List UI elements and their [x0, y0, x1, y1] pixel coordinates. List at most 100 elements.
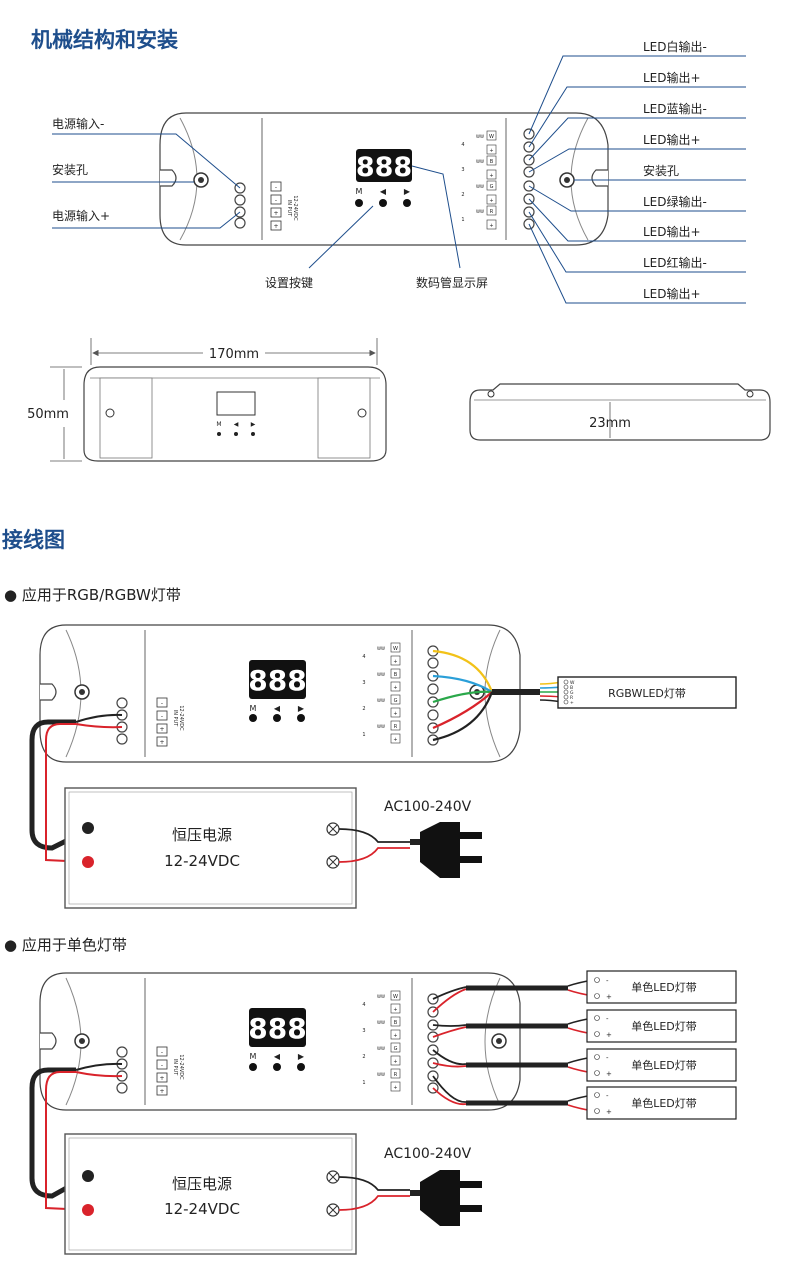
device-top-view: - - + + IN PUT 12-24VDC 888 M ◀ ▶ 4 3 2 … [159, 112, 609, 246]
ww-label: WW [377, 1046, 385, 1051]
input-label: IN PUT [172, 710, 178, 727]
channel-color: B [394, 1020, 398, 1026]
ww-label: WW [377, 646, 385, 651]
channel-plus: + [393, 659, 397, 665]
strip-minus: - [606, 1015, 609, 1023]
channel-number: 3 [362, 680, 365, 686]
callout-led-blue-minus: LED蓝输出- [643, 101, 707, 116]
wiring-rgbw: - - + + IN PUT 12-24VDC 888 M ◀ ▶ 4 3 2 … [29, 624, 737, 909]
input-terminal-label: + [159, 739, 164, 746]
strip-pin-label: + [570, 700, 574, 706]
input-terminal-label: + [273, 210, 278, 217]
mono-strip-label: 单色LED灯带 [631, 1058, 697, 1072]
callout-led-white-minus: LED白输出- [643, 39, 707, 54]
height-dimension: 50mm [27, 407, 69, 422]
small-button-label: M [216, 421, 221, 428]
strip-plus: + [606, 1108, 612, 1116]
input-label: IN PUT [286, 200, 292, 217]
button-label-left: ◀ [380, 187, 387, 196]
strip-plus: + [606, 1070, 612, 1078]
ww-label: WW [377, 1072, 385, 1077]
input-terminal-label: - [275, 184, 277, 191]
display-digits: 888 [248, 664, 306, 697]
channel-color: R [490, 209, 494, 215]
channel-color: G [394, 1046, 398, 1052]
wiring-title: 接线图 [2, 528, 65, 552]
digital-display [356, 149, 412, 182]
mono-led-strip [586, 970, 737, 1004]
depth-dimension: 23mm [589, 416, 631, 431]
power-supply-title: 恒压电源 [172, 1175, 232, 1193]
ww-label: WW [377, 724, 385, 729]
channel-color: W [393, 646, 398, 652]
channel-plus: + [489, 148, 493, 154]
button-label-right: ▶ [404, 187, 411, 196]
channel-number: 4 [362, 654, 365, 660]
input-terminal-label: - [161, 700, 163, 707]
callout-led-plus-4: LED输出+ [643, 286, 701, 301]
input-terminal-label: + [159, 1075, 164, 1082]
channel-color: W [489, 134, 494, 140]
callout-display: 数码管显示屏 [416, 275, 488, 290]
ac-plug-icon [420, 1170, 460, 1226]
dimension-front-view: M ◀ ▶ 170mm 50mm [27, 338, 387, 462]
small-button-label: ◀ [234, 421, 239, 428]
button-label: ▶ [298, 704, 305, 713]
mono-led-strips: - + - + - + - + 单色LED灯带 单色LED灯带 单色LED灯带 … [586, 970, 737, 1120]
channel-number: 3 [362, 1028, 365, 1034]
ww-label: WW [377, 994, 385, 999]
mono-section-title-text: 应用于单色灯带 [21, 936, 127, 954]
mono-led-strip [586, 1086, 737, 1120]
callout-labels: 电源输入- 安装孔 电源输入+ LED白输出- LED输出+ LED蓝输出- L… [52, 39, 707, 301]
rgb-section-title-text: 应用于RGB/RGBW灯带 [21, 586, 181, 604]
channel-number: 4 [362, 1002, 365, 1008]
channel-number: 1 [461, 217, 464, 223]
input-voltage-label: 12-24VDC [178, 1054, 184, 1080]
rgbw-led-strip [557, 676, 737, 709]
callout-power-input-minus: 电源输入- [52, 116, 104, 131]
strip-plus: + [606, 1031, 612, 1039]
channel-color: W [393, 994, 398, 1000]
button-label: ▶ [298, 1052, 305, 1061]
power-supply-voltage: 12-24VDC [164, 852, 240, 870]
channel-color: G [394, 698, 398, 704]
button-label: M [250, 704, 257, 713]
channel-plus: + [393, 711, 397, 717]
callout-led-plus-1: LED输出+ [643, 70, 701, 85]
display-digits: 888 [248, 1012, 306, 1045]
callout-led-red-minus: LED红输出- [643, 255, 707, 270]
ac-screw-terminals [326, 1170, 340, 1217]
set-button-right[interactable] [403, 199, 411, 207]
mono-strip-label: 单色LED灯带 [631, 980, 697, 994]
mono-strip-label: 单色LED灯带 [631, 1096, 697, 1110]
channel-plus: + [393, 737, 397, 743]
channel-color: B [490, 159, 494, 165]
rgb-section-title: ● 应用于RGB/RGBW灯带 [4, 586, 181, 604]
ac-plug-icon [420, 822, 460, 878]
set-button-left[interactable] [379, 199, 387, 207]
callout-led-green-minus: LED绿输出- [643, 194, 707, 209]
channel-plus: + [393, 1007, 397, 1013]
channel-plus: + [393, 685, 397, 691]
strip-pin-label: R [570, 695, 573, 701]
set-button-m[interactable] [355, 199, 363, 207]
input-terminal-label: - [161, 1049, 163, 1056]
callout-set-buttons: 设置按键 [265, 276, 313, 290]
channel-color: R [394, 724, 398, 730]
dimension-side-view: 23mm [469, 383, 771, 441]
input-terminal-label: + [273, 223, 278, 230]
input-terminal-label: - [161, 1062, 163, 1069]
input-terminal-label: + [159, 1088, 164, 1095]
channel-plus: + [489, 198, 493, 204]
input-terminal-label: - [161, 713, 163, 720]
strip-plus: + [606, 993, 612, 1001]
ww-label: WW [377, 698, 385, 703]
power-supply [64, 787, 357, 909]
callout-led-plus-3: LED输出+ [643, 224, 701, 239]
power-supply-voltage: 12-24VDC [164, 1200, 240, 1218]
structure-title: 机械结构和安装 [31, 28, 178, 52]
mono-led-strip [586, 1048, 737, 1082]
callout-led-plus-2: LED输出+ [643, 132, 701, 147]
strip-pin-label: B [570, 685, 573, 691]
small-button-label: ▶ [251, 421, 256, 428]
